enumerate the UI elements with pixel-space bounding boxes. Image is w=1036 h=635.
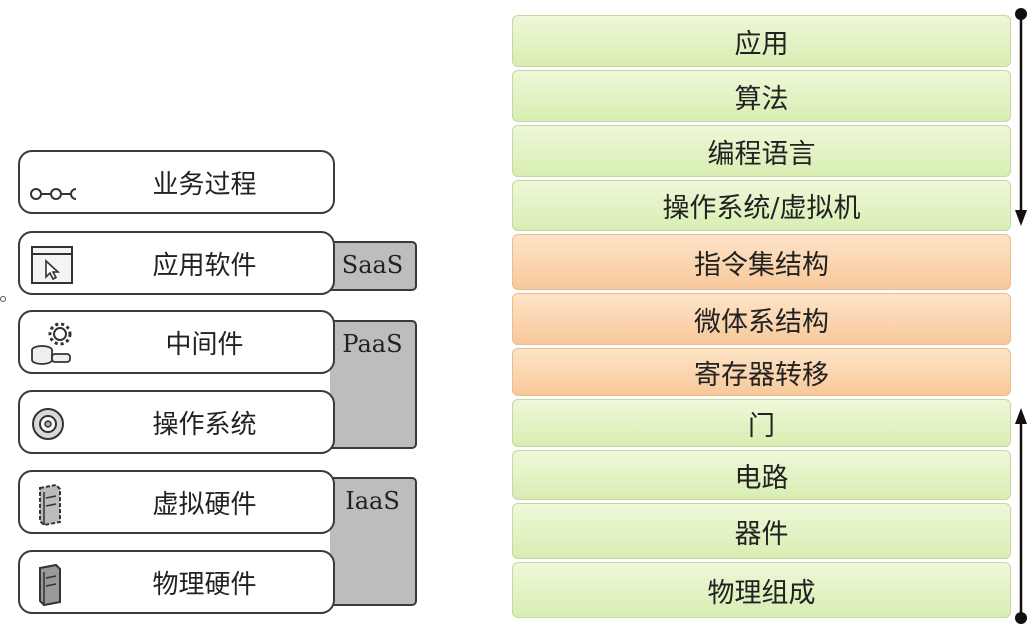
stack-label: 中间件 — [165, 329, 244, 360]
stack-label: 虚拟硬件 — [152, 489, 257, 520]
disc-icon — [32, 408, 64, 440]
layer-device: 器件 — [512, 503, 1011, 559]
gear-database-icon — [31, 322, 72, 365]
stack-item-middleware: 中间件 — [18, 310, 335, 374]
layer-os-vm: 操作系统/虚拟机 — [512, 180, 1011, 231]
paas-label: PaaS — [342, 330, 403, 358]
edge-dot-decoration — [0, 296, 6, 302]
layer-programming-language: 编程语言 — [512, 125, 1011, 177]
layer-isa: 指令集结构 — [512, 234, 1011, 290]
layer-register-transfer: 寄存器转移 — [512, 348, 1011, 396]
paas-tab: PaaS — [330, 320, 417, 449]
layer-algorithm: 算法 — [512, 70, 1011, 122]
up-arrowhead — [1015, 408, 1027, 424]
layer-circuit: 电路 — [512, 450, 1011, 500]
stack-label: 物理硬件 — [152, 569, 257, 600]
layer-direction-arrows — [1015, 8, 1027, 624]
stack-item-application-software: 应用软件 — [18, 231, 335, 295]
virtual-server-icon — [39, 483, 61, 527]
iaas-tab: IaaS — [330, 477, 417, 606]
layer-physics: 物理组成 — [512, 562, 1011, 618]
layer-application: 应用 — [512, 15, 1011, 67]
stack-item-operating-system: 操作系统 — [18, 390, 335, 454]
layer-gate: 门 — [512, 399, 1011, 447]
stack-label: 应用软件 — [152, 250, 257, 281]
process-flow-icon — [30, 188, 76, 200]
down-arrowhead — [1015, 210, 1027, 226]
stack-label: 业务过程 — [152, 169, 257, 200]
saas-label: SaaS — [341, 251, 404, 279]
stack-label: 操作系统 — [152, 409, 257, 440]
stack-item-physical-hardware: 物理硬件 — [18, 550, 335, 614]
physical-server-icon — [39, 563, 61, 607]
layer-microarchitecture: 微体系结构 — [512, 293, 1011, 345]
stack-item-virtual-hardware: 虚拟硬件 — [18, 470, 335, 534]
app-window-cursor-icon — [31, 246, 73, 284]
stack-item-business-process: 业务过程 — [18, 150, 335, 214]
iaas-label: IaaS — [345, 487, 400, 515]
saas-tab: SaaS — [330, 241, 417, 291]
